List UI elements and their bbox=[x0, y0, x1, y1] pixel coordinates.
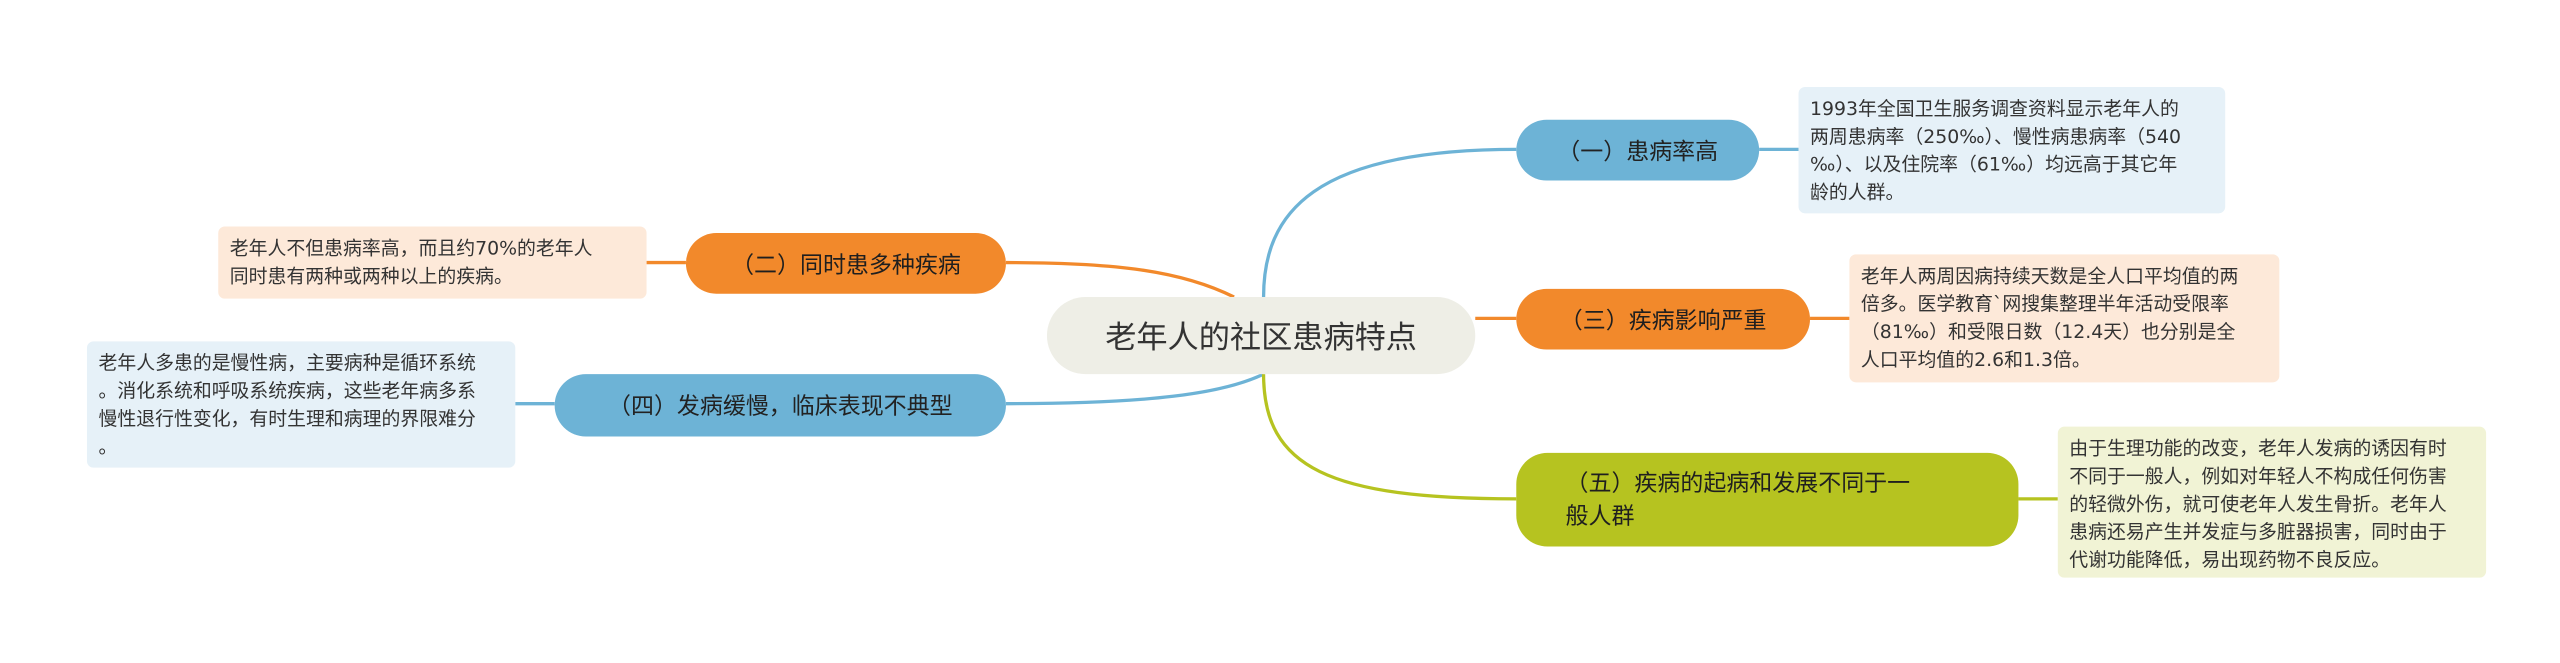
note-branch-4: 老年人多患的是慢性病，主要病种是循环系统 。消化系统和呼吸系统疾病，这些老年病多… bbox=[86, 341, 516, 468]
branch-topic-4[interactable]: （四）发病缓慢，临床表现不典型 bbox=[554, 374, 1006, 437]
branch-topic-2[interactable]: （二）同时患多种疾病 bbox=[685, 233, 1006, 294]
connector-root-branch-2 bbox=[1005, 260, 1235, 299]
note-branch-3: 老年人两周因病持续天数是全人口平均值的两 倍多。医学教育`网搜集整理半年活动受限… bbox=[1849, 254, 2280, 383]
connector-root-branch-4 bbox=[1005, 372, 1265, 406]
note-branch-5: 由于生理功能的改变，老年人发病的诱因有时 不同于一般人，例如对年轻人不构成任何伤… bbox=[2057, 426, 2487, 578]
note-branch-2: 老年人不但患病率高，而且约70%的老年人 同时患有两种或两种以上的疾病。 bbox=[218, 226, 647, 299]
connector-root-branch-5 bbox=[1261, 374, 1517, 501]
branch-topic-1[interactable]: （一）患病率高 bbox=[1516, 119, 1760, 181]
note-branch-1: 1993年全国卫生服务调查资料显示老年人的 两周患病率（250‰）、慢性病患病率… bbox=[1798, 86, 2226, 214]
branch-topic-5[interactable]: （五）疾病的起病和发展不同于一 般人群 bbox=[1516, 452, 2019, 547]
root-topic[interactable]: 老年人的社区患病特点 bbox=[1046, 297, 1476, 375]
branch-topic-3[interactable]: （三）疾病影响严重 bbox=[1516, 288, 1811, 350]
connector-root-branch-1 bbox=[1261, 147, 1517, 298]
